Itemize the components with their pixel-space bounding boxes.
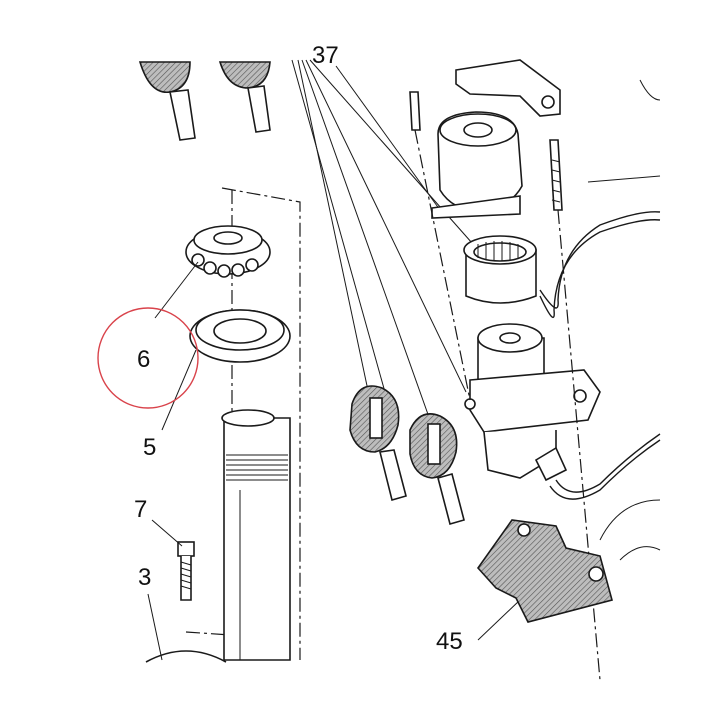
seal-ring-part [189,309,291,363]
highlight-circle [97,307,199,409]
frame-outline-right [587,79,661,561]
lock-ring-part [463,235,537,304]
callout-45: 45 [436,628,463,655]
steering-tube-part [221,409,291,661]
callout-37: 37 [312,42,339,69]
wiring [539,211,661,500]
callout-6: 6 [137,346,151,373]
clamp-part [476,519,613,623]
callout-7: 7 [134,496,148,523]
ignition-switch-body [464,323,601,482]
upper-key-pair [138,61,271,141]
callout-5: 5 [143,434,157,461]
washer-fragment [145,650,227,663]
bearing-part [185,225,271,278]
bolt-part [177,541,195,601]
mounting-bracket [409,59,601,681]
ignition-key-right [409,413,465,525]
callout-3: 3 [138,564,152,591]
switch-cover-part [431,111,523,219]
ignition-key-left [349,385,407,501]
leader-lines [147,59,521,661]
